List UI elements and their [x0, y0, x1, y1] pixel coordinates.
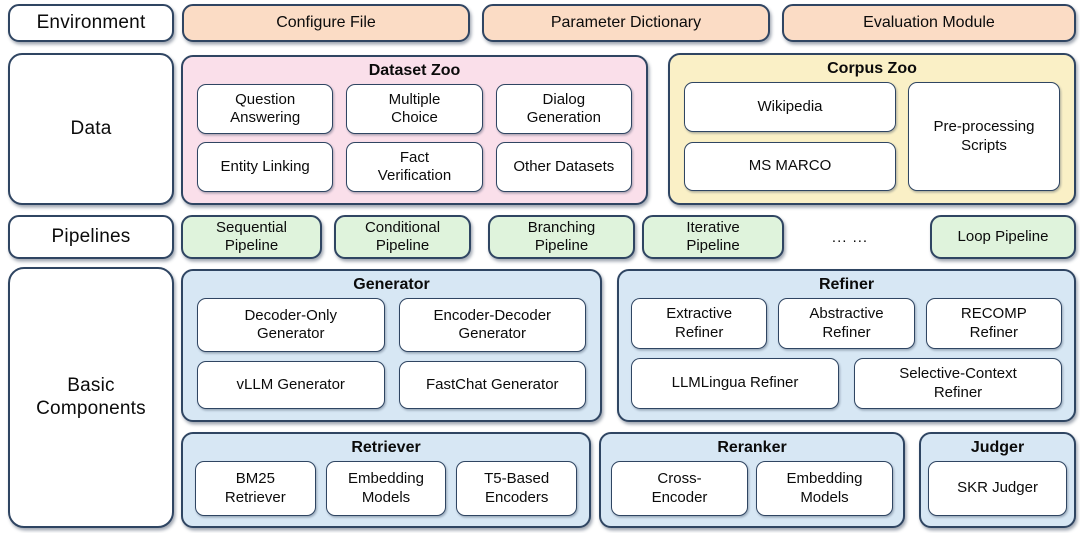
corpus-zoo-content: Wikipedia MS MARCO Pre-processing Script… — [670, 82, 1074, 203]
reranker-embedding-models: Embedding Models — [756, 461, 893, 516]
refiner-abstractive: Abstractive Refiner — [778, 298, 915, 349]
generator-vllm: vLLM Generator — [197, 360, 385, 409]
evaluation-module-box: Evaluation Module — [782, 4, 1076, 42]
dataset-question-answering: Question Answering — [197, 84, 334, 134]
corpus-ms-marco: MS MARCO — [684, 141, 896, 191]
basic-components-label: Basic Components — [8, 267, 174, 528]
generator-encoder-decoder: Encoder-Decoder Generator — [398, 298, 586, 352]
generator-fastchat: FastChat Generator — [398, 360, 586, 409]
pipeline-iterative: Iterative Pipeline — [642, 215, 784, 259]
corpus-preprocessing-scripts: Pre-processing Scripts — [908, 82, 1060, 191]
judger-content: SKR Judger — [921, 461, 1074, 526]
refiner-recomp: RECOMP Refiner — [925, 298, 1062, 349]
reranker-grid: Cross-Encoder Embedding Models — [601, 461, 903, 526]
reranker-title: Reranker — [717, 439, 787, 456]
judger-skr: SKR Judger — [928, 461, 1067, 516]
dataset-multiple-choice: Multiple Choice — [346, 84, 483, 134]
corpus-zoo-left-column: Wikipedia MS MARCO — [684, 82, 896, 191]
refiner-llmlingua: LLMLingua Refiner — [631, 358, 839, 409]
pipelines-label: Pipelines — [8, 215, 174, 259]
refiner-title: Refiner — [818, 276, 875, 293]
generator-zone: Generator Decoder-Only Generator Encoder… — [181, 269, 602, 422]
reranker-zone: Reranker Cross-Encoder Embedding Models — [599, 432, 905, 528]
retriever-t5-encoders: T5-Based Encoders — [456, 461, 577, 516]
dataset-zoo: Dataset Zoo Question Answering Multiple … — [181, 55, 648, 205]
pipeline-branching: Branching Pipeline — [488, 215, 635, 259]
generator-grid: Decoder-Only Generator Encoder-Decoder G… — [183, 298, 600, 420]
refiner-zone: Refiner Extractive Refiner Abstractive R… — [617, 269, 1076, 422]
configure-file-box: Configure File — [182, 4, 470, 42]
retriever-grid: BM25 Retriever Embedding Models T5-Based… — [183, 461, 589, 526]
dataset-zoo-grid: Question Answering Multiple Choice Dialo… — [183, 84, 646, 203]
corpus-zoo: Corpus Zoo Wikipedia MS MARCO Pre-proces… — [668, 53, 1076, 205]
retriever-zone: Retriever BM25 Retriever Embedding Model… — [181, 432, 591, 528]
parameter-dictionary-box: Parameter Dictionary — [482, 4, 770, 42]
judger-title: Judger — [970, 439, 1025, 456]
retriever-bm25: BM25 Retriever — [195, 461, 316, 516]
retriever-embedding-models: Embedding Models — [325, 461, 447, 516]
pipeline-loop: Loop Pipeline — [930, 215, 1076, 259]
dataset-dialog-generation: Dialog Generation — [495, 84, 632, 134]
environment-label: Environment — [8, 4, 174, 42]
dataset-other-datasets: Other Datasets — [495, 142, 632, 192]
data-label: Data — [8, 53, 174, 205]
pipeline-conditional: Conditional Pipeline — [334, 215, 471, 259]
refiner-row2: LLMLingua Refiner Selective-Context Refi… — [631, 358, 1062, 409]
retriever-title: Retriever — [351, 439, 421, 456]
refiner-selective-context: Selective-Context Refiner — [854, 358, 1062, 409]
judger-zone: Judger SKR Judger — [919, 432, 1076, 528]
refiner-extractive: Extractive Refiner — [631, 298, 768, 349]
pipelines-ellipsis: ... ... — [831, 228, 869, 246]
generator-title: Generator — [353, 276, 430, 293]
pipeline-sequential: Sequential Pipeline — [181, 215, 322, 259]
refiner-row1: Extractive Refiner Abstractive Refiner R… — [631, 298, 1062, 349]
corpus-wikipedia: Wikipedia — [684, 82, 896, 132]
generator-decoder-only: Decoder-Only Generator — [197, 298, 385, 352]
dataset-fact-verification: Fact Verification — [346, 142, 483, 192]
dataset-zoo-title: Dataset Zoo — [368, 62, 461, 79]
reranker-cross-encoder: Cross-Encoder — [611, 461, 748, 516]
refiner-content: Extractive Refiner Abstractive Refiner R… — [619, 298, 1074, 420]
dataset-entity-linking: Entity Linking — [197, 142, 334, 192]
corpus-zoo-title: Corpus Zoo — [827, 60, 917, 77]
